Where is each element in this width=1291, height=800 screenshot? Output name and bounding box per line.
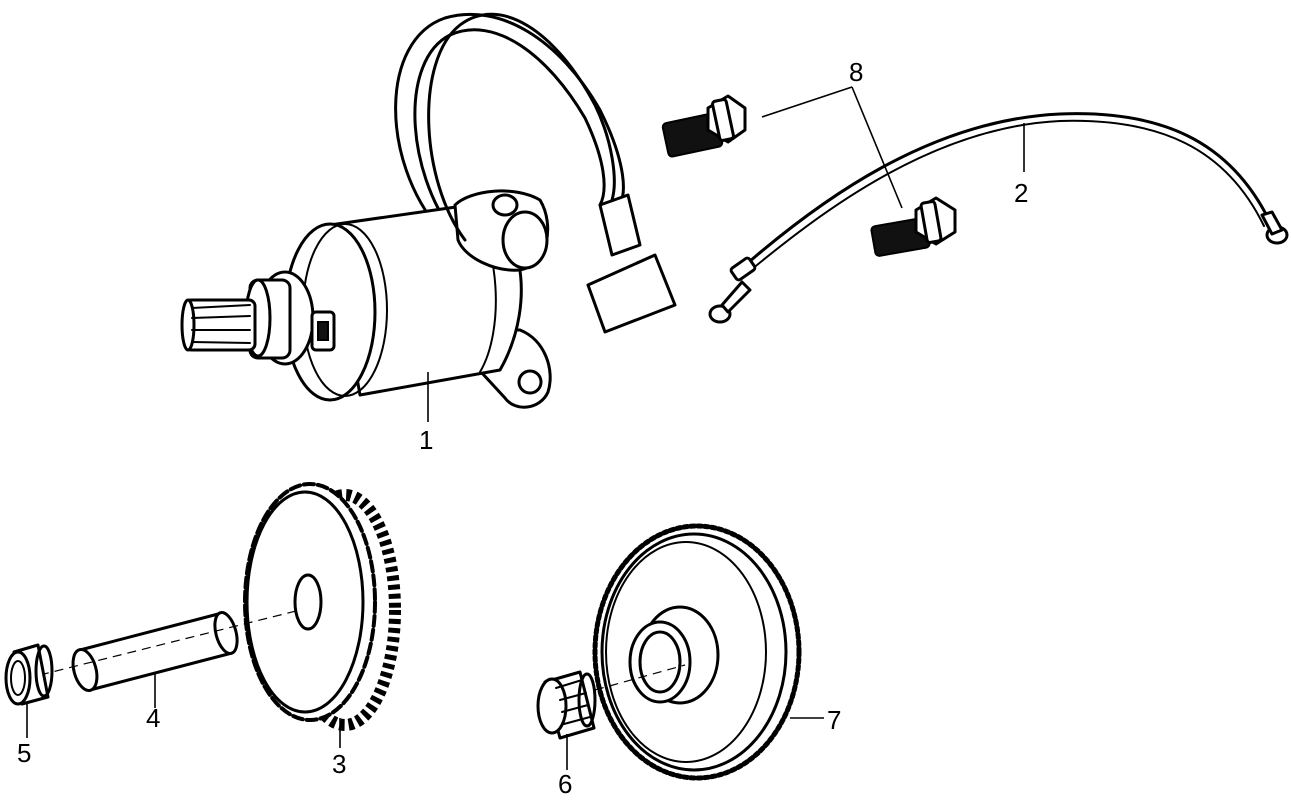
- callout-7: 7: [827, 705, 841, 735]
- callout-3: 3: [332, 749, 346, 779]
- shaft-bushing-drawing: [4, 643, 54, 738]
- callout-8: 8: [849, 57, 863, 87]
- callout-6: 6: [558, 769, 572, 799]
- callout-5: 5: [17, 738, 31, 768]
- needle-bearing-drawing: [536, 664, 686, 770]
- callout-2: 2: [1014, 178, 1028, 208]
- callout-4: 4: [146, 703, 160, 733]
- starter-clutch-gear-drawing: [592, 523, 824, 781]
- gear-shaft-drawing: [39, 609, 301, 708]
- flange-bolt-drawing: [661, 86, 957, 257]
- ground-cable-drawing: [708, 112, 1289, 324]
- reduction-gear-drawing: [243, 482, 401, 748]
- starter-motor-drawing: [180, 12, 677, 422]
- callout-1: 1: [419, 425, 433, 455]
